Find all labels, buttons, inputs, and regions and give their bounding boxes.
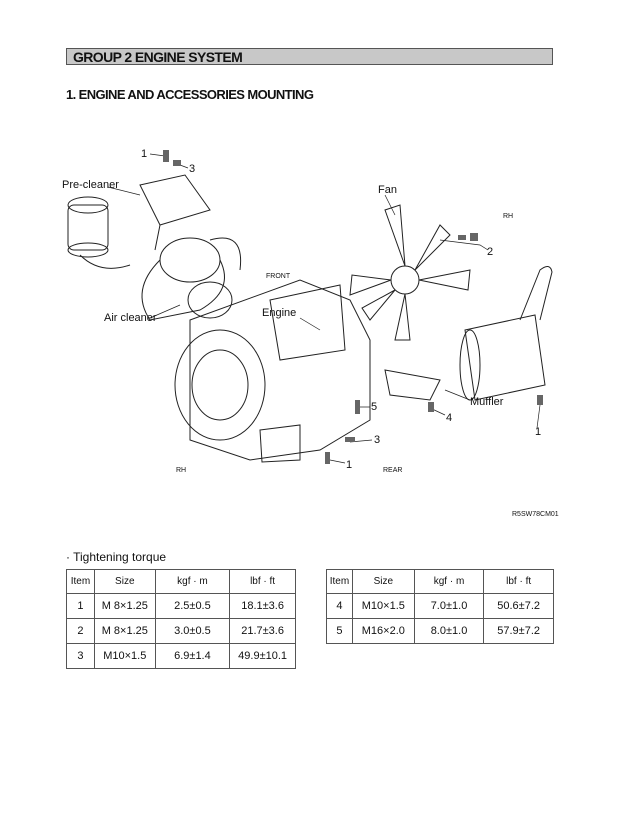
callout-1-muffler: 1 [535, 426, 542, 438]
header-kgf: kgf · m [154, 569, 231, 594]
cell: 50.6±7.2 [483, 593, 554, 619]
figure-code: R5SW78CM01 [512, 511, 559, 518]
label-rh-top: RH [503, 213, 514, 220]
cell: M10×1.5 [93, 643, 156, 669]
fan-drawing [349, 204, 471, 341]
header-lbf: lbf · ft [229, 569, 296, 594]
callout-3-top: 3 [189, 163, 196, 175]
label-rh-bottom: RH [176, 467, 187, 474]
cell: 57.9±7.2 [483, 618, 554, 644]
callout-2-fan: 2 [487, 246, 494, 258]
cell: M 8×1.25 [93, 618, 156, 644]
label-pre-cleaner: Pre-cleaner [62, 179, 119, 191]
cell: 49.9±10.1 [229, 643, 296, 669]
section-title: 1. ENGINE AND ACCESSORIES MOUNTING [66, 87, 314, 102]
cell: 2 [66, 618, 95, 644]
cell: M10×1.5 [351, 593, 415, 619]
pre-cleaner-drawing [67, 196, 131, 269]
cell: 5 [326, 618, 353, 644]
cell: 7.0±1.0 [413, 593, 485, 619]
cell: M16×2.0 [351, 618, 415, 644]
header-item: Item [326, 569, 353, 594]
callout-1-mount: 1 [346, 459, 353, 471]
label-front: FRONT [266, 273, 291, 280]
torque-title: · Tightening torque [66, 550, 167, 564]
table-header-row: Item Size kgf · m lbf · ft [326, 569, 554, 594]
air-cleaner-drawing [141, 237, 242, 321]
table-header-row: Item Size kgf · m lbf · ft [66, 569, 296, 594]
label-rear: REAR [383, 467, 403, 474]
bracket-drawing [139, 174, 211, 251]
callout-1-top: 1 [141, 148, 148, 160]
cell: 8.0±1.0 [413, 618, 485, 644]
label-air-cleaner: Air cleaner [104, 312, 157, 324]
engine-diagram [67, 150, 553, 464]
group-title: GROUP 2 ENGINE SYSTEM [66, 48, 553, 65]
cell: 2.5±0.5 [154, 593, 231, 619]
cell: 21.7±3.6 [229, 618, 296, 644]
cell: 18.1±3.6 [229, 593, 296, 619]
header-size: Size [93, 569, 156, 594]
header-lbf: lbf · ft [483, 569, 554, 594]
engine-drawing [174, 279, 371, 463]
label-engine: Engine [262, 307, 297, 319]
label-muffler: Muffler [470, 396, 504, 408]
cell: 1 [66, 593, 95, 619]
cell: 3 [66, 643, 95, 669]
callout-4: 4 [446, 412, 453, 424]
header-kgf: kgf · m [413, 569, 485, 594]
cell: M 8×1.25 [93, 593, 156, 619]
callout-5: 5 [371, 401, 378, 413]
cell: 3.0±0.5 [154, 618, 231, 644]
header-item: Item [66, 569, 95, 594]
cell: 6.9±1.4 [154, 643, 231, 669]
header-size: Size [351, 569, 415, 594]
label-fan: Fan [378, 184, 397, 196]
callout-3-mount: 3 [374, 434, 381, 446]
cell: 4 [326, 593, 353, 619]
